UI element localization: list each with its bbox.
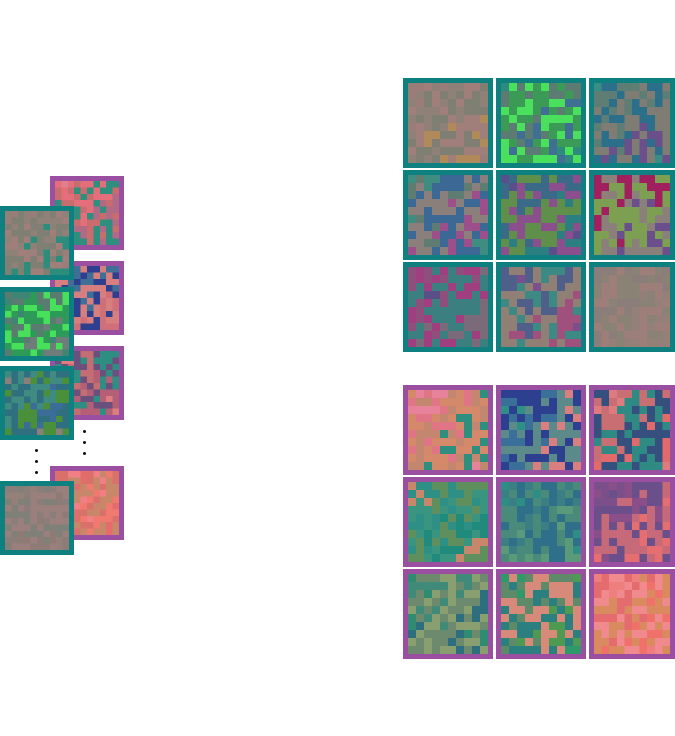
teal-stack-tile	[0, 481, 74, 555]
teal-grid-patch	[403, 170, 493, 260]
teal-stack-tile	[0, 287, 74, 361]
teal-grid-patch	[496, 262, 586, 352]
magenta-grid-patch	[403, 385, 493, 475]
magenta-grid-patch	[589, 385, 675, 475]
teal-stack-tile	[0, 366, 74, 440]
teal-grid-patch	[496, 78, 586, 168]
magenta-grid-patch	[496, 385, 586, 475]
magenta-grid-patch	[496, 477, 586, 567]
teal-stack-tile	[0, 206, 74, 280]
magenta-grid-patch	[589, 569, 675, 659]
ellipsis-dots-magenta	[83, 430, 87, 463]
teal-grid-patch	[589, 170, 675, 260]
ellipsis-dots-teal	[35, 449, 39, 482]
teal-grid-patch	[496, 170, 586, 260]
magenta-grid-patch	[403, 569, 493, 659]
teal-grid-patch	[589, 262, 675, 352]
teal-grid-patch	[403, 262, 493, 352]
magenta-grid-patch	[589, 477, 675, 567]
teal-grid-patch	[589, 78, 675, 168]
magenta-grid-patch	[403, 477, 493, 567]
teal-grid-patch	[403, 78, 493, 168]
magenta-grid-patch	[496, 569, 586, 659]
